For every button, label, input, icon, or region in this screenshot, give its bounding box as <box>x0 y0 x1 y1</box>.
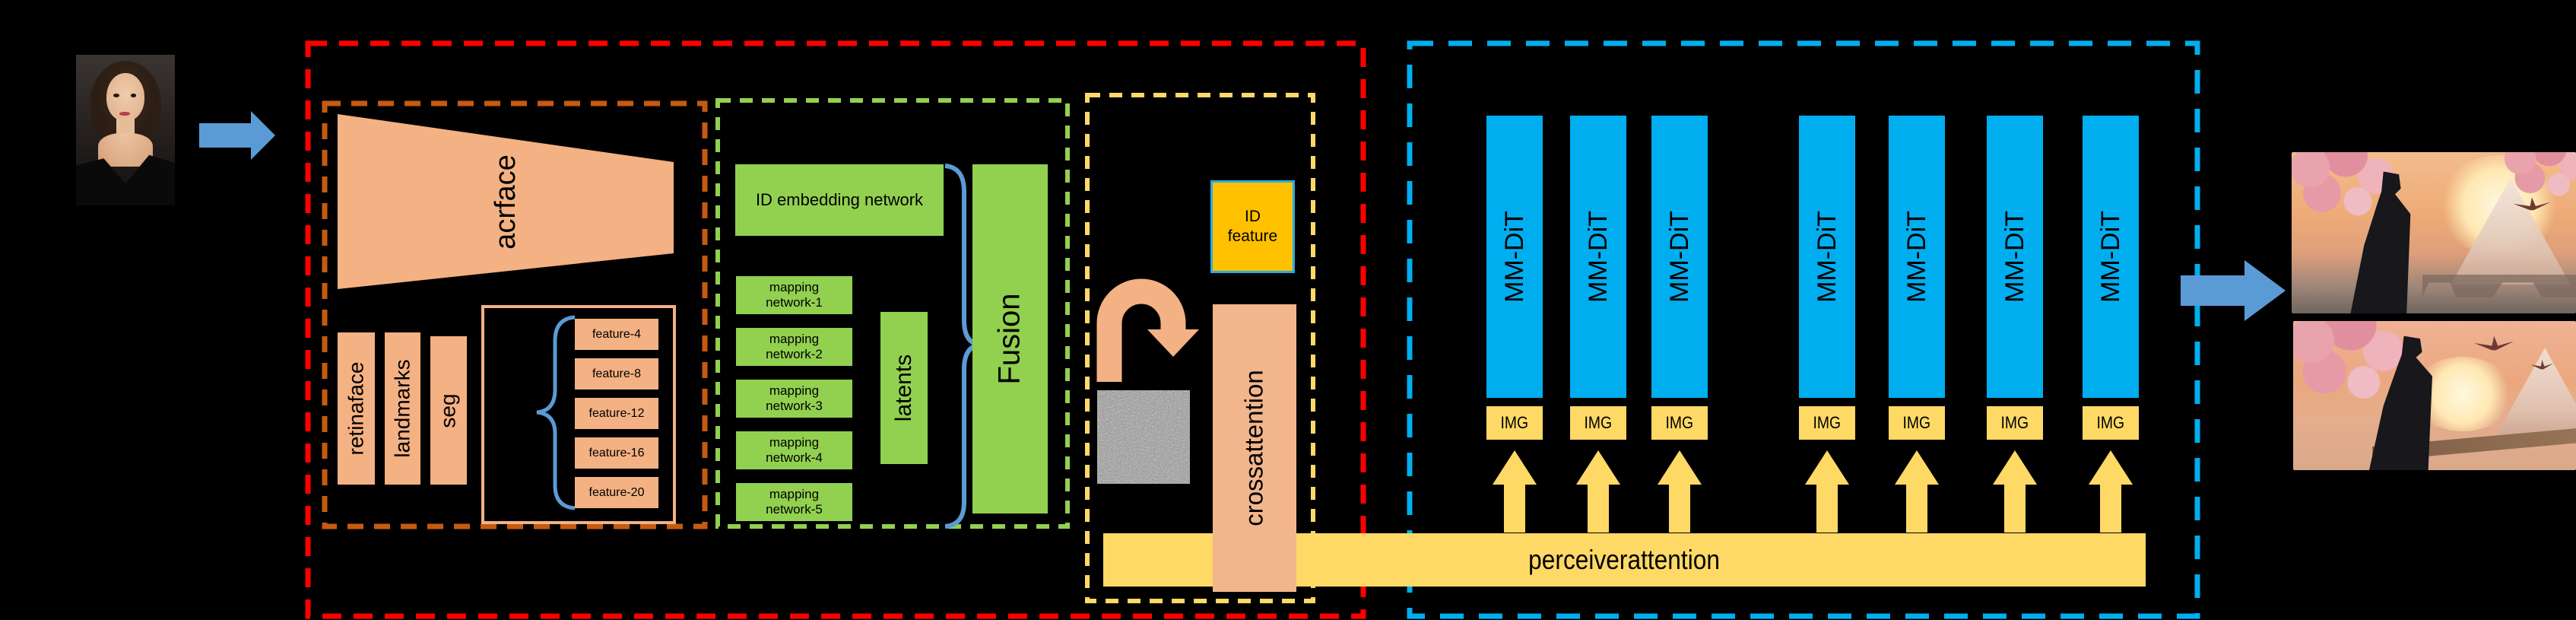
mmdit-block: MM-DiT <box>1799 116 1855 398</box>
img-token-label: IMG <box>1584 413 1613 432</box>
acrface-label: acrface <box>489 154 522 250</box>
up-arrow-icon <box>1805 450 1849 533</box>
feature-box: feature-12 <box>575 398 658 429</box>
feature-label: feature-8 <box>592 367 642 380</box>
perceiverattention-label: perceiverattention <box>1528 544 1721 575</box>
mmdit-label: MM-DiT <box>1812 211 1842 303</box>
feature-box: feature-20 <box>575 477 658 508</box>
feature-label: feature-12 <box>588 406 645 420</box>
up-arrow-icon <box>1895 450 1939 533</box>
output-image-1 <box>2292 152 2576 313</box>
noise-latent-texture <box>1097 390 1190 484</box>
retinaface-label: retinaface <box>344 361 368 456</box>
feature-box: feature-4 <box>575 319 658 350</box>
mmdit-label: MM-DiT <box>1902 211 1931 303</box>
img-token-label: IMG <box>2096 413 2125 432</box>
orange-dashed-face-box <box>322 100 708 529</box>
img-token-label: IMG <box>1500 413 1529 432</box>
up-arrow-icon <box>1658 450 1702 533</box>
up-arrow-icon <box>1993 450 2037 533</box>
bridge-silhouette <box>2422 275 2576 297</box>
mmdit-block: MM-DiT <box>1889 116 1945 398</box>
mmdit-block: MM-DiT <box>2083 116 2139 398</box>
retinaface-block: retinaface <box>338 332 375 485</box>
id-embedding-network-block: ID embedding network <box>735 164 944 236</box>
img-token-box: IMG <box>1570 406 1626 440</box>
latents-label: latents <box>891 354 917 422</box>
portrait-chest <box>97 132 154 167</box>
mmdit-label: MM-DiT <box>2095 211 2125 303</box>
feature-label: feature-20 <box>588 485 645 499</box>
feature-stack-frame <box>481 305 676 524</box>
output-arrow-icon <box>2181 260 2286 321</box>
portrait-lips <box>119 112 131 116</box>
img-token-label: IMG <box>1813 413 1842 432</box>
mmdit-label: MM-DiT <box>1664 211 1694 303</box>
crossattention-label: crossattention <box>1240 370 1269 526</box>
acrface-trapezoid <box>338 114 674 289</box>
mmdit-block: MM-DiT <box>1486 116 1543 398</box>
mmdit-label: MM-DiT <box>1499 211 1529 303</box>
feature-label: feature-4 <box>592 327 642 341</box>
feature-brace <box>536 315 576 510</box>
seg-label: seg <box>436 393 460 428</box>
img-token-label: IMG <box>2000 413 2029 432</box>
green-dashed-embedding-box <box>715 98 1070 529</box>
portrait-eye <box>113 94 120 98</box>
feature-label: feature-16 <box>588 446 645 459</box>
mmdit-block: MM-DiT <box>1651 116 1708 398</box>
seg-block: seg <box>430 336 467 485</box>
mmdit-block: MM-DiT <box>1987 116 2043 398</box>
yellow-dashed-attention-box <box>1085 93 1315 603</box>
cherry-blossoms <box>2496 152 2576 204</box>
up-arrow-icon <box>2089 450 2133 533</box>
crossattention-block: crossattention <box>1213 304 1296 592</box>
mmdit-block: MM-DiT <box>1570 116 1626 398</box>
img-token-box: IMG <box>2083 406 2139 440</box>
id-embedding-network-label: ID embedding network <box>755 190 924 209</box>
latents-block: latents <box>880 312 928 464</box>
landmarks-block: landmarks <box>385 332 420 485</box>
mmdit-label: MM-DiT <box>2000 211 2029 303</box>
input-arrow-icon <box>199 111 275 160</box>
up-arrow-icon <box>1493 450 1537 533</box>
uturn-arrow-icon <box>1096 278 1186 382</box>
output-image-2 <box>2293 321 2576 470</box>
img-token-box: IMG <box>1987 406 2043 440</box>
red-dashed-group-box <box>305 40 1366 619</box>
mmdit-label: MM-DiT <box>1583 211 1613 303</box>
input-face-photo <box>76 55 175 205</box>
img-token-box: IMG <box>1486 406 1543 440</box>
fusion-block: Fusion <box>972 164 1048 513</box>
portrait-eye <box>130 94 137 98</box>
up-arrow-icon <box>1576 450 1620 533</box>
img-token-label: IMG <box>1902 413 1931 432</box>
token-injection-arrows <box>1493 450 2133 533</box>
img-token-box: IMG <box>1651 406 1708 440</box>
blue-dashed-dit-box <box>1407 40 2200 619</box>
fusion-label: Fusion <box>993 293 1026 385</box>
img-token-label: IMG <box>1665 413 1694 432</box>
feature-box: feature-16 <box>575 437 658 469</box>
bird <box>2474 335 2514 351</box>
feature-box: feature-8 <box>575 358 658 389</box>
img-token-box: IMG <box>1799 406 1855 440</box>
landmarks-label: landmarks <box>390 359 414 458</box>
acrface-block: acrface <box>338 122 674 281</box>
img-token-box: IMG <box>1889 406 1945 440</box>
uturn-arrowhead-icon <box>1147 329 1199 357</box>
